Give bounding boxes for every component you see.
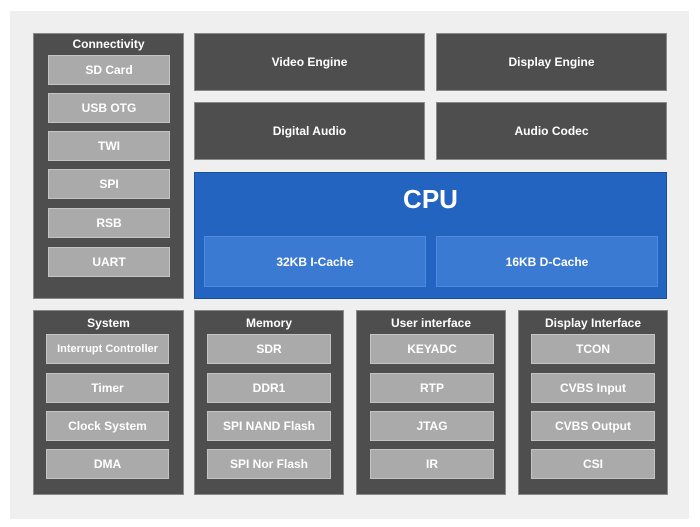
connectivity-item-rsb: RSB: [48, 208, 170, 238]
display-interface-title: Display Interface: [544, 316, 642, 330]
dcache-block: 16KB D-Cache: [436, 236, 658, 287]
icache-block: 32KB I-Cache: [204, 236, 426, 287]
system-item-dma: DMA: [46, 449, 169, 479]
ui-item-keyadc: KEYADC: [370, 334, 494, 364]
system-item-interrupt-controller: Interrupt Controller: [46, 334, 169, 364]
memory-title: Memory: [245, 316, 292, 330]
ui-item-ir: IR: [370, 449, 494, 479]
cpu-title: CPU: [403, 184, 458, 214]
digital-audio-block: Digital Audio: [194, 102, 425, 160]
display-item-cvbs-output: CVBS Output: [531, 411, 655, 441]
display-item-tcon: TCON: [531, 334, 655, 364]
memory-item-sdr: SDR: [207, 334, 331, 364]
display-engine-block: Display Engine: [436, 33, 667, 91]
system-title: System: [87, 316, 130, 330]
connectivity-title: Connectivity: [72, 37, 145, 51]
connectivity-item-sd-card: SD Card: [48, 55, 170, 85]
system-item-clock-system: Clock System: [46, 411, 169, 441]
connectivity-item-usb-otg: USB OTG: [48, 93, 170, 123]
memory-item-spi-nor-flash: SPI Nor Flash: [207, 449, 331, 479]
connectivity-item-spi: SPI: [48, 169, 170, 199]
ui-item-jtag: JTAG: [370, 411, 494, 441]
memory-item-ddr1: DDR1: [207, 373, 331, 403]
connectivity-item-uart: UART: [48, 247, 170, 277]
memory-item-spi-nand-flash: SPI NAND Flash: [207, 411, 331, 441]
video-engine-block: Video Engine: [194, 33, 425, 91]
display-item-cvbs-input: CVBS Input: [531, 373, 655, 403]
audio-codec-block: Audio Codec: [436, 102, 667, 160]
display-item-csi: CSI: [531, 449, 655, 479]
ui-item-rtp: RTP: [370, 373, 494, 403]
system-item-timer: Timer: [46, 373, 169, 403]
user-interface-title: User interface: [390, 316, 472, 330]
connectivity-item-twi: TWI: [48, 131, 170, 161]
